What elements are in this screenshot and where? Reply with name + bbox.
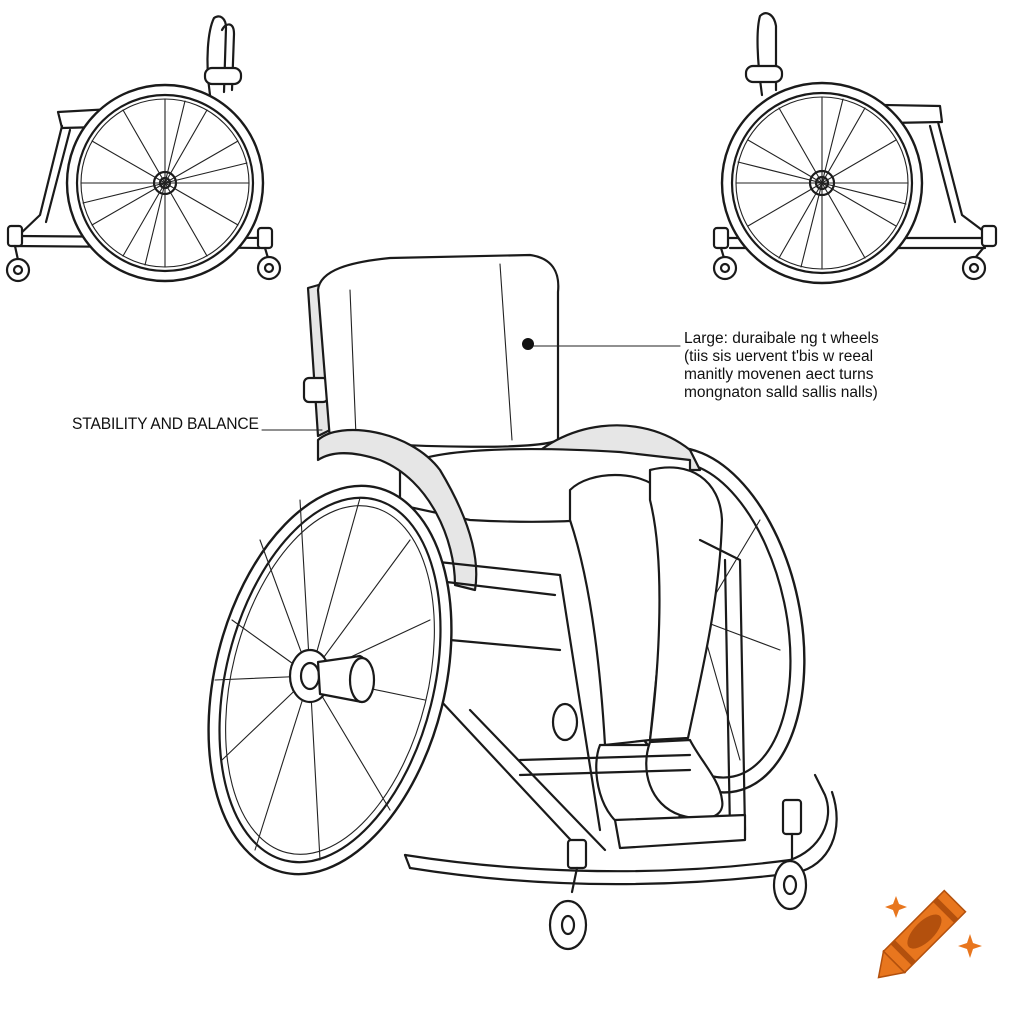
main-wheelchair [207,253,838,951]
wheels-description-line: (tiis sis uervent t'bis w reeal [684,348,874,365]
crayon-icon [877,889,967,979]
wheels-description-line: mongnaton salld sallis nalls) [684,384,878,401]
side-view-wheelchair-left [5,15,282,283]
side-view-wheelchair-right [712,12,998,285]
wheels-description-line: Large: duraibale ng t wheels [684,330,879,347]
wheels-description-line: manitly movenen aect turns [684,366,874,383]
stability-label: STABILITY AND BALANCE [72,414,259,433]
sparkle-icon [885,896,982,958]
wheels-description: Large: duraibale ng t wheels (tiis sis u… [684,330,1014,402]
